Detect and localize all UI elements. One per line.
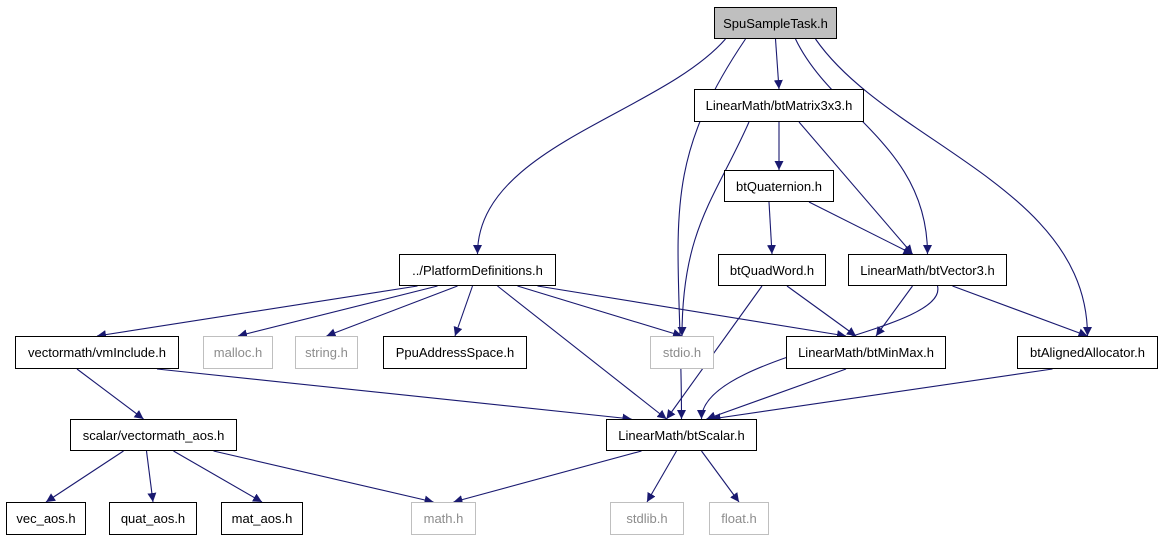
edge-platform-to-scalar	[497, 285, 667, 420]
edge-vmaos-to-vecaos	[45, 450, 124, 503]
node-malloc: malloc.h	[203, 336, 273, 369]
edge-vector3-to-aligned	[952, 285, 1088, 338]
edge-spu-to-aligned	[815, 38, 1092, 337]
edge-scalar-to-float	[701, 450, 740, 503]
node-quat[interactable]: btQuaternion.h	[724, 170, 834, 202]
edge-platform-to-vminclude	[96, 285, 418, 340]
node-mataos[interactable]: mat_aos.h	[221, 502, 303, 535]
node-quataos[interactable]: quat_aos.h	[109, 502, 197, 535]
edge-scalar-to-stdlib	[646, 450, 677, 503]
node-stdio: stdio.h	[650, 336, 714, 369]
edge-quat-to-vector3	[808, 201, 913, 255]
edge-vminclude-to-scalar	[156, 368, 632, 423]
edge-matrix-to-vector3	[798, 121, 913, 255]
edge-spu-to-vector3	[795, 38, 932, 255]
edge-quadword-to-scalar	[666, 285, 763, 420]
edge-aligned-to-scalar	[711, 368, 1053, 423]
node-string: string.h	[295, 336, 358, 369]
edge-vmaos-to-math	[213, 450, 434, 505]
edge-quadword-to-minmax	[786, 285, 857, 337]
node-scalar[interactable]: LinearMath/btScalar.h	[606, 419, 757, 451]
edge-platform-to-minmax	[537, 285, 847, 340]
edge-platform-to-string	[326, 285, 458, 337]
edge-minmax-to-scalar	[706, 368, 847, 421]
node-float: float.h	[709, 502, 769, 535]
edge-vector3-to-minmax	[875, 285, 913, 337]
node-minmax[interactable]: LinearMath/btMinMax.h	[786, 336, 946, 369]
node-platform[interactable]: ../PlatformDefinitions.h	[399, 254, 556, 286]
node-spu[interactable]: SpuSampleTask.h	[714, 7, 837, 39]
edge-vmaos-to-quataos	[145, 450, 157, 503]
edge-vminclude-to-vmaos	[76, 368, 144, 420]
node-ppu[interactable]: PpuAddressSpace.h	[383, 336, 527, 369]
node-math: math.h	[411, 502, 476, 535]
node-vmaos[interactable]: scalar/vectormath_aos.h	[70, 419, 237, 451]
edge-spu-to-platform	[473, 38, 726, 255]
edge-matrix-to-stdio	[677, 121, 750, 337]
edge-quat-to-quadword	[766, 201, 776, 255]
node-vminclude[interactable]: vectormath/vmInclude.h	[15, 336, 179, 369]
node-vecaos[interactable]: vec_aos.h	[6, 502, 86, 535]
edge-platform-to-malloc	[237, 285, 438, 339]
edge-scalar-to-math	[453, 450, 642, 504]
node-stdlib: stdlib.h	[610, 502, 684, 535]
edge-platform-to-ppu	[453, 285, 474, 337]
edge-platform-to-stdio	[517, 285, 683, 338]
node-vector3[interactable]: LinearMath/btVector3.h	[848, 254, 1007, 286]
edge-spu-to-matrix	[773, 38, 783, 90]
node-aligned[interactable]: btAlignedAllocator.h	[1017, 336, 1158, 369]
edge-vmaos-to-mataos	[173, 450, 263, 503]
node-matrix[interactable]: LinearMath/btMatrix3x3.h	[694, 89, 864, 122]
node-quadword[interactable]: btQuadWord.h	[718, 254, 826, 286]
